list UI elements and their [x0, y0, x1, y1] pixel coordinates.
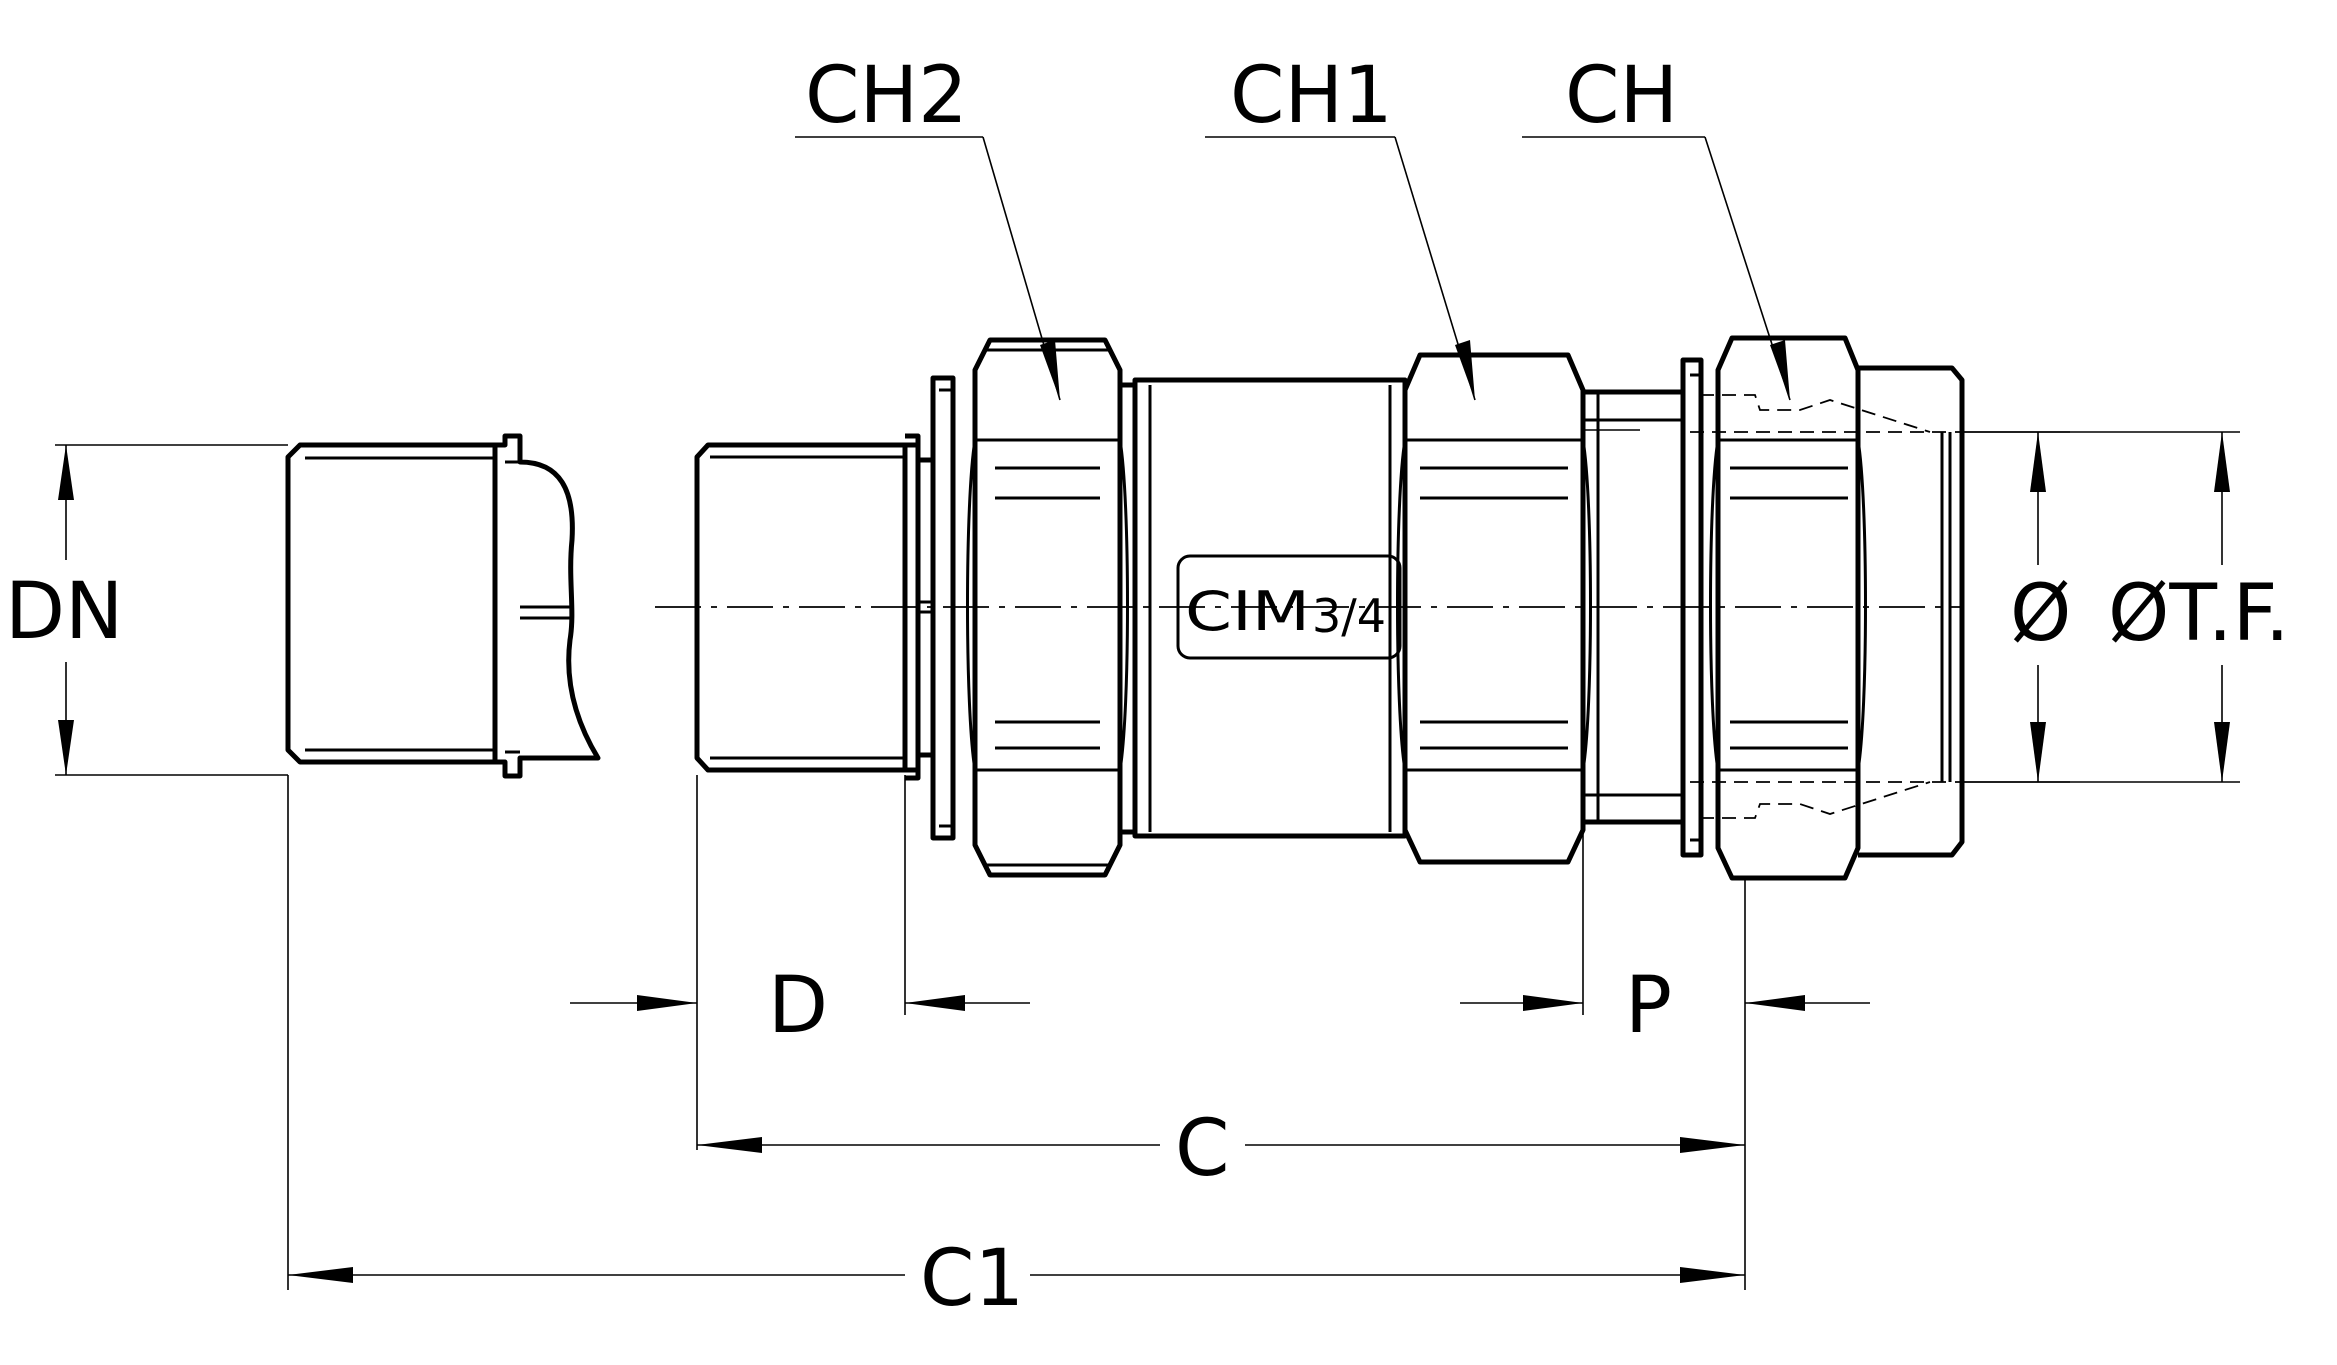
dimension-diameter-tf: [1955, 431, 2240, 783]
dimension-c: [697, 1137, 1745, 1153]
seal-ring: [1680, 357, 1704, 858]
label-p: P: [1625, 961, 1672, 1051]
label-ch1: CH1: [1230, 51, 1393, 141]
leader-ch: [1522, 136, 1791, 401]
label-diameter: Ø: [2010, 569, 2071, 659]
leader-ch2: [795, 136, 1061, 401]
dimension-c1: [287, 775, 1745, 1290]
label-d: D: [768, 961, 828, 1051]
dimension-p: [1460, 830, 1870, 1290]
dimension-dn: [55, 444, 288, 776]
logo-size: 3/4: [1312, 589, 1386, 643]
hex-nut-ch2: [966, 337, 1129, 878]
pipe-end: [285, 433, 601, 779]
label-dn: DN: [5, 567, 123, 657]
tube-end: [1690, 365, 1965, 858]
dimension-d: [570, 775, 1030, 1150]
logo-plate: CIM 3/4: [1176, 554, 1402, 660]
label-c1: C1: [920, 1234, 1024, 1324]
leader-ch1: [1205, 136, 1476, 401]
hex-nut-ch1: [1396, 352, 1592, 865]
label-ch2: CH2: [805, 51, 968, 141]
logo-brand: CIM: [1185, 580, 1310, 643]
hex-nut-ch: [1709, 335, 1867, 881]
fitting-body: [694, 375, 956, 841]
label-ch: CH: [1565, 51, 1678, 141]
label-diameter-tf: ØT.F.: [2108, 569, 2290, 659]
label-c: C: [1175, 1104, 1229, 1194]
